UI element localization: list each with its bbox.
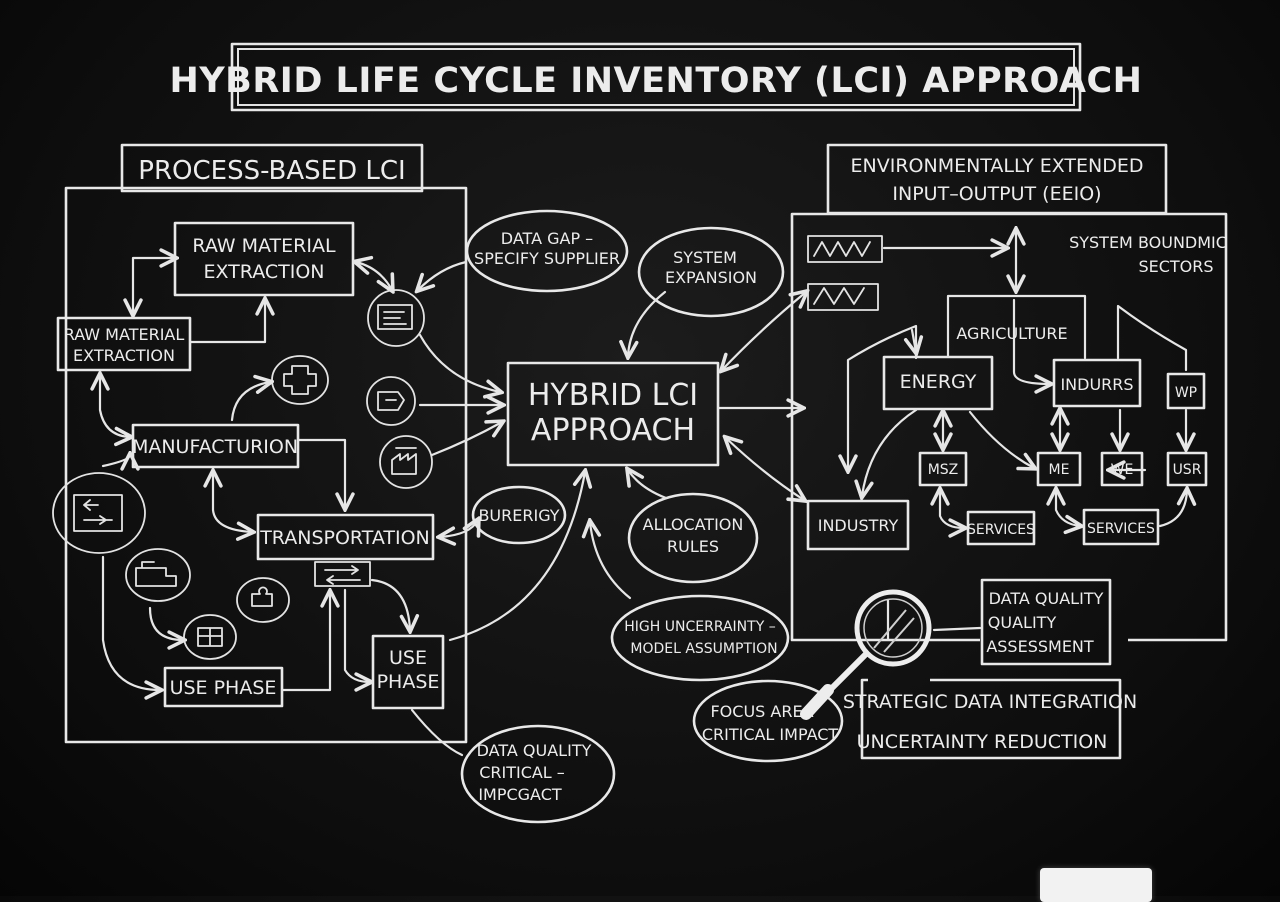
allocation-rules-line2: RULES (667, 537, 719, 556)
process-based-heading-box (120, 143, 424, 193)
dqa-line3: ASSESSMENT (986, 637, 1094, 656)
use-phase-line1: USE (389, 647, 427, 669)
msz-box (918, 451, 968, 487)
wave-chart-icon (807, 235, 883, 311)
use-phase-box (371, 634, 445, 710)
use-phase-bottom-box (163, 666, 284, 708)
data-quality-critical-oval (460, 724, 616, 824)
indurrs-box (1052, 358, 1142, 408)
wp-label: WP (1175, 385, 1197, 401)
me-label: ME (1049, 462, 1070, 478)
use-phase-bottom-label: USE PHASE (170, 677, 277, 699)
focus-area-oval (692, 679, 844, 763)
eeio-heading-line2: INPUT–OUTPUT (EEIO) (892, 183, 1101, 205)
data-gap-line2: SPECIFY SUPPLIER (474, 249, 620, 268)
data-quality-critical-line2: CRITICAL – (479, 763, 565, 782)
system-expansion-oval (637, 226, 785, 318)
agriculture-label: AGRICULTURE (956, 324, 1067, 343)
burerigy-oval (471, 485, 567, 545)
document-icon (367, 289, 425, 347)
strategic-line2: UNCERTAINTY REDUCTION (857, 731, 1108, 753)
system-expansion-line2: EXPANSION (665, 268, 757, 287)
transportation-label: TRANSPORTATION (259, 527, 430, 549)
system-boundary-line1: SYSTEM BOUNDMIC (1069, 233, 1227, 252)
dqa-line2: QUALITY (988, 613, 1057, 632)
conveyor-icon (314, 561, 371, 587)
truck-icon (125, 548, 191, 602)
process-connectors (100, 258, 478, 690)
dqa-line1: DATA QUALITY (989, 589, 1104, 608)
hub-connectors (410, 260, 806, 757)
services-label-2: SERVICES (1087, 521, 1155, 537)
data-quality-critical-line3: IMPCGACT (478, 785, 562, 804)
box-icon (183, 614, 237, 660)
focus-area-line1: FOCUS AREA (710, 702, 813, 721)
chalk-eraser (1040, 868, 1152, 902)
wp-box (1166, 372, 1206, 410)
puzzle-icon (236, 577, 290, 623)
data-gap-oval (465, 209, 629, 293)
system-expansion-line1: SYSTEM (673, 248, 737, 267)
eeio-connectors (848, 230, 1187, 642)
raw-material-left-line2: EXTRACTION (73, 346, 175, 365)
hybrid-hub-box (506, 361, 720, 467)
energy-label: ENERGY (900, 371, 977, 393)
msz-label: MSZ (928, 462, 959, 478)
raw-material-left-line1: RAW MATERIAL (64, 325, 185, 344)
high-uncertainty-line2: MODEL ASSUMPTION (630, 641, 777, 657)
raw-material-left-box (56, 316, 192, 372)
usr-box (1166, 451, 1208, 487)
manufacturing-label: MANUFACTURION (132, 436, 298, 458)
strategic-box (860, 678, 1122, 760)
transportation-box (256, 513, 435, 561)
hybrid-hub-line2: APPROACH (531, 413, 695, 448)
eeio-heading-line1: ENVIRONMENTALLY EXTENDED (851, 155, 1144, 177)
data-gap-line1: DATA GAP – (501, 229, 593, 248)
allocation-rules-line1: ALLOCATION (643, 515, 744, 534)
hybrid-hub-line1: HYBRID LCI (528, 378, 698, 413)
eeio-frame (790, 212, 1228, 642)
raw-material-top-line1: RAW MATERIAL (192, 235, 336, 257)
industry-label: INDUSTRY (818, 516, 899, 535)
high-uncertainty-oval (610, 594, 790, 682)
focus-area-line2: CRITICAL IMPACT (702, 725, 839, 744)
high-uncertainty-line1: HIGH UNCERRAINTY – (624, 619, 775, 635)
services-box-1 (966, 510, 1036, 546)
burerigy-label: BURERIGY (478, 506, 559, 525)
indurrs-label: INDURRS (1060, 375, 1133, 394)
raw-material-top-line2: EXTRACTION (203, 261, 324, 283)
system-boundary-line2: SECTORS (1138, 257, 1213, 276)
services-label-1: SERVICES (967, 522, 1035, 538)
factory-icon (379, 435, 433, 489)
process-glyph-icon (52, 472, 146, 554)
magnifier-icon (800, 589, 932, 720)
title-frame (230, 42, 1082, 112)
page-title: HYBRID LIFE CYCLE INVENTORY (LCI) APPROA… (170, 61, 1143, 101)
usr-label: USR (1173, 462, 1202, 478)
process-based-frame (64, 186, 468, 744)
process-based-heading: PROCESS-BASED LCI (138, 156, 405, 186)
medical-cross-icon (271, 355, 329, 405)
allocation-rules-oval (627, 492, 759, 584)
use-phase-line2: PHASE (377, 671, 440, 693)
data-quality-assessment-box (980, 578, 1112, 666)
strategic-line1: STRATEGIC DATA INTEGRATION (843, 691, 1137, 713)
data-quality-critical-line1: DATA QUALITY (477, 741, 592, 760)
gear-machine-icon (366, 376, 416, 426)
raw-material-top-box (173, 221, 355, 297)
